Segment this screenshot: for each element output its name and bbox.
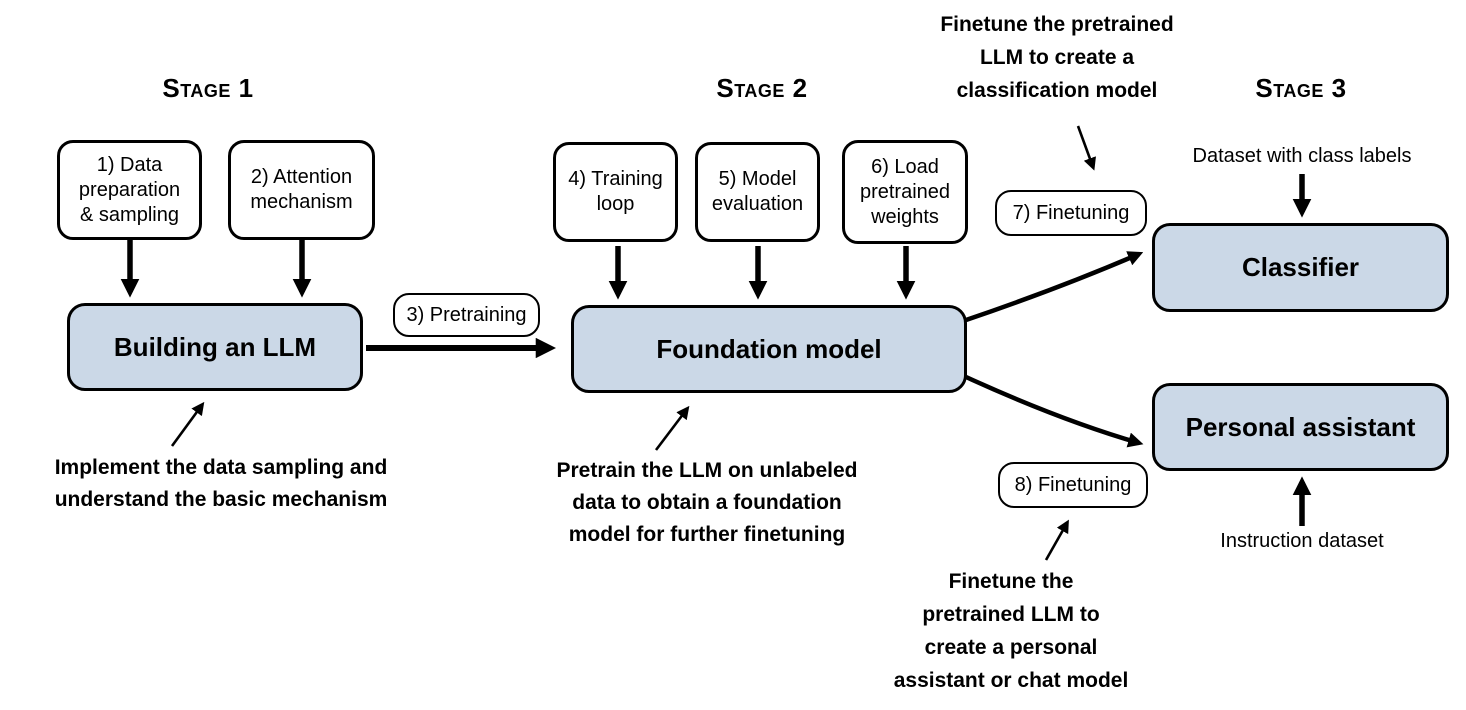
step-box-1-data-preparation: 1) Data preparation & sampling — [57, 140, 202, 240]
annotation-line: understand the basic mechanism — [54, 488, 388, 511]
stage1-annotation: Implement the data sampling and understa… — [55, 452, 388, 516]
step-box-3-pretraining-label: 3) Pretraining — [393, 293, 540, 337]
step-box-line: evaluation — [711, 193, 804, 215]
step-box-4-training-loop: 4) Training loop — [553, 142, 678, 242]
annotation-line: classification model — [956, 79, 1158, 102]
annotation-line: Finetune the — [948, 570, 1074, 593]
foundation-model-box: Foundation model — [571, 305, 967, 393]
stage2-annotation: Pretrain the LLM on unlabeled data to ob… — [556, 455, 857, 551]
stage-3-heading: Stage 3 — [1255, 73, 1347, 103]
step-box-line: mechanism — [250, 191, 353, 213]
annotation-arrow-stage2 — [654, 405, 690, 451]
annotation-arrow-stage1 — [170, 401, 205, 447]
step-box-7-finetuning-label: 7) Finetuning — [995, 190, 1147, 236]
arrow-foundation-to-assistant-curve — [965, 374, 1144, 448]
foundation-model-label: Foundation model — [656, 333, 882, 364]
annotation-line: assistant or chat model — [893, 669, 1129, 692]
step-box-8-finetuning-label: 8) Finetuning — [998, 462, 1148, 508]
classification-annotation: Finetune the pretrained LLM to create a … — [940, 8, 1173, 107]
annotation-line: pretrained LLM to — [922, 603, 1100, 626]
instruction-dataset-label: Instruction dataset — [1220, 530, 1384, 552]
step-box-line: loop — [596, 193, 635, 215]
step-box-5-model-evaluation: 5) Model evaluation — [695, 142, 820, 242]
building-an-llm-label: Building an LLM — [113, 331, 317, 362]
annotation-line: LLM to create a — [979, 46, 1135, 69]
dataset-with-class-labels-label: Dataset with class labels — [1192, 145, 1412, 167]
step-box-line: 4) Training — [568, 168, 663, 190]
step-box-line: 6) Load — [871, 155, 939, 178]
building-an-llm-box: Building an LLM — [67, 303, 363, 391]
step-box-line: pretrained — [859, 180, 951, 203]
annotation-arrow-classification — [1076, 125, 1096, 171]
step-box-line: & sampling — [80, 203, 179, 226]
annotation-line: model for further finetuning — [568, 523, 846, 546]
step-box-line: 5) Model — [718, 168, 797, 190]
annotation-line: Finetune the pretrained — [940, 13, 1174, 36]
step-box-2-attention: 2) Attention mechanism — [228, 140, 375, 240]
arrow-foundation-to-classifier-curve — [965, 251, 1144, 323]
personal-assistant-box: Personal assistant — [1152, 383, 1449, 471]
annotation-line: data to obtain a foundation — [572, 491, 842, 514]
annotation-arrow-assistant — [1044, 519, 1069, 561]
stage-1-heading: Stage 1 — [162, 73, 254, 103]
assistant-annotation: Finetune the pretrained LLM to create a … — [894, 565, 1129, 697]
step-box-line: 2) Attention — [250, 166, 353, 188]
step-box-line: weights — [871, 205, 939, 228]
annotation-line: Pretrain the LLM on unlabeled — [556, 459, 858, 482]
annotation-line: create a personal — [924, 636, 1098, 659]
pretraining-label: 3) Pretraining — [406, 303, 527, 326]
finetuning-8-label: 8) Finetuning — [1014, 473, 1132, 496]
step-box-6-load-weights: 6) Load pretrained weights — [842, 140, 968, 244]
stage-2-heading: Stage 2 — [716, 73, 808, 103]
finetuning-7-label: 7) Finetuning — [1012, 201, 1130, 224]
classifier-box: Classifier — [1152, 223, 1449, 312]
annotation-line: Implement the data sampling and — [54, 456, 388, 479]
step-box-line: preparation — [78, 178, 181, 201]
personal-assistant-label: Personal assistant — [1185, 411, 1416, 442]
classifier-label: Classifier — [1241, 252, 1360, 282]
step-box-line: 1) Data — [96, 153, 163, 176]
